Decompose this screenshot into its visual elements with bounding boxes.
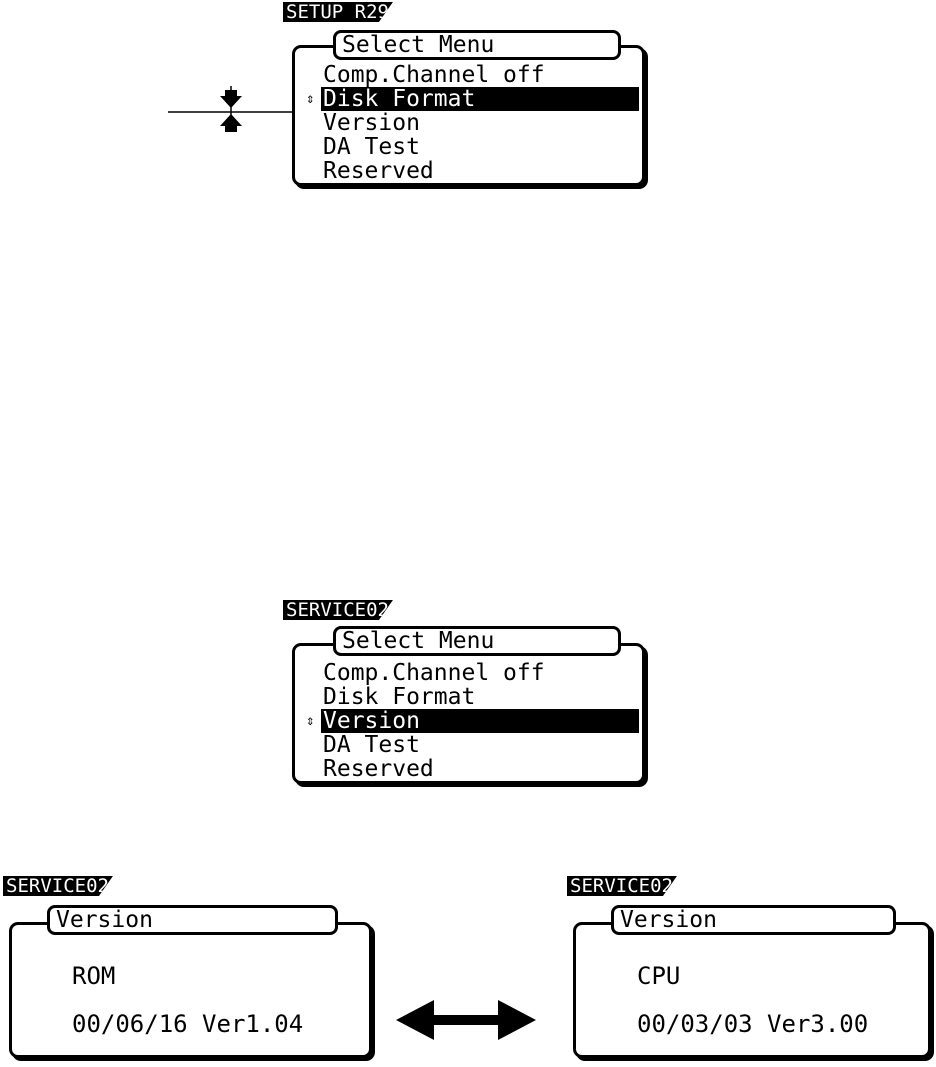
menu-item-disk-format[interactable]: Disk Format: [323, 684, 476, 710]
menu-list: Comp.Channel off Disk Format ⇕Version DA…: [306, 660, 639, 782]
version-label: ROM: [72, 962, 116, 990]
screen-header: SERVICE02: [283, 600, 393, 620]
menu-title: Select Menu: [333, 30, 621, 60]
double-headed-arrow-icon: [396, 1000, 536, 1040]
version-value: 00/06/16 Ver1.04: [72, 1010, 304, 1038]
version-rom-screen: SERVICE02 Version ROM 00/06/16 Ver1.04: [3, 876, 375, 1062]
version-title: Version: [611, 905, 896, 935]
setup-menu-screen: SETUP R29 Select Menu Comp.Channel off ⇕…: [283, 2, 645, 188]
cursor-icon: ⇕: [306, 713, 315, 729]
cursor-icon: ⇕: [306, 91, 315, 107]
version-label: CPU: [637, 962, 681, 990]
screen-header: SERVICE02: [567, 876, 677, 896]
up-down-arrows-icon: [168, 86, 293, 132]
menu-list: Comp.Channel off ⇕Disk Format Version DA…: [306, 62, 639, 184]
menu-item-comp-channel[interactable]: Comp.Channel off: [323, 660, 545, 686]
screen-header: SETUP R29: [283, 2, 393, 22]
version-cpu-screen: SERVICE02 Version CPU 00/03/03 Ver3.00: [567, 876, 933, 1062]
menu-item-comp-channel[interactable]: Comp.Channel off: [323, 62, 545, 88]
menu-item-disk-format[interactable]: ⇕Disk Format: [306, 87, 639, 111]
menu-item-version[interactable]: ⇕Version: [306, 709, 639, 733]
service-menu-screen: SERVICE02 Select Menu Comp.Channel off D…: [283, 600, 645, 786]
menu-item-version[interactable]: Version: [323, 110, 420, 136]
menu-item-reserved[interactable]: Reserved: [323, 756, 434, 782]
screen-header: SERVICE02: [3, 876, 113, 896]
menu-title: Select Menu: [333, 626, 621, 656]
menu-item-da-test[interactable]: DA Test: [323, 134, 420, 160]
version-value: 00/03/03 Ver3.00: [637, 1010, 869, 1038]
menu-item-da-test[interactable]: DA Test: [323, 732, 420, 758]
menu-item-reserved[interactable]: Reserved: [323, 158, 434, 184]
version-title: Version: [47, 905, 338, 935]
